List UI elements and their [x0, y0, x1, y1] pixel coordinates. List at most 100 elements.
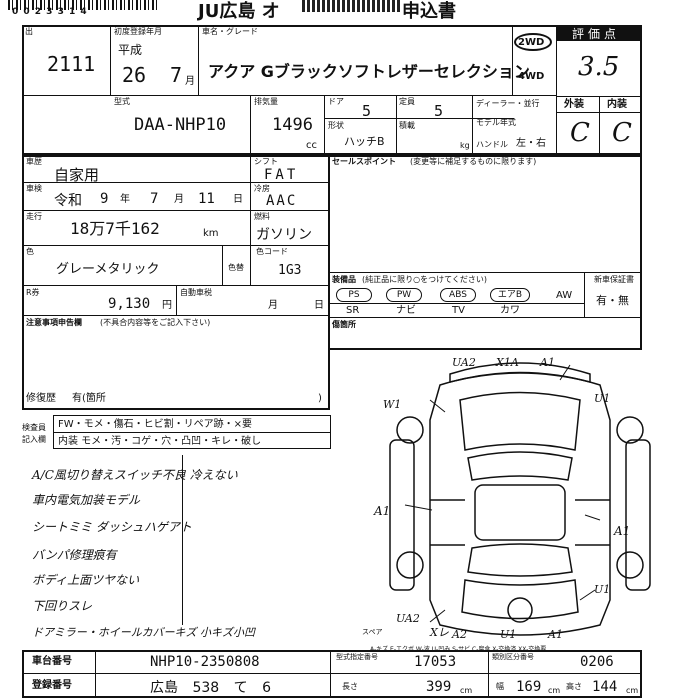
- note-line-6: 下回りスレ: [32, 599, 93, 613]
- category-number-label: 類別区分番号: [492, 653, 534, 661]
- handle-value: 左・右: [516, 138, 546, 149]
- car-diagram: [389, 362, 651, 636]
- type-label: 型式: [114, 97, 130, 106]
- mark-ua2-rear: UA2: [396, 612, 420, 625]
- reg-number-label: 登録番号: [32, 680, 72, 691]
- auto-tax-label: 自動車税: [180, 288, 212, 297]
- inspector-label-2: 記入欄: [22, 435, 46, 444]
- load-unit: kg: [460, 141, 470, 150]
- doors-label: ドア: [328, 97, 344, 106]
- load-label: 積載: [399, 121, 415, 130]
- barcode-number: 0 0 2 3 3 1 4: [12, 7, 88, 17]
- shape-label: 形状: [328, 121, 344, 130]
- handle-label: ハンドル: [476, 140, 508, 149]
- registration-month-unit: 月: [185, 76, 195, 87]
- type-designation-value: 17053: [414, 654, 457, 670]
- height-value: 144: [592, 679, 618, 695]
- displacement-label: 排気量: [254, 97, 278, 106]
- repair-close: ): [318, 393, 322, 404]
- length-unit: cm: [460, 686, 473, 695]
- score-header: [556, 25, 642, 41]
- usage-label: 車歴: [26, 157, 42, 166]
- auto-tax-month: 月: [268, 300, 278, 311]
- mark-w1: W1: [383, 398, 402, 411]
- width-unit: cm: [548, 686, 561, 695]
- note-line-7: ドアミラー・ホイールカバーキズ 小キズ小凹: [32, 626, 255, 639]
- reg-number-value: 広島 538 て 6: [150, 680, 271, 696]
- inspection-month-unit: 月: [174, 194, 184, 205]
- lot-label: 出: [25, 27, 33, 36]
- capacity-label: 定員: [399, 97, 415, 106]
- inspection-year-unit: 年: [120, 194, 130, 205]
- inspection-day-unit: 日: [233, 194, 243, 205]
- width-label: 幅: [496, 682, 504, 691]
- note-line-4: バンパ修理痕有: [32, 548, 117, 562]
- score-label: 評価点: [572, 27, 621, 41]
- sales-point-label: セールスポイント: [332, 157, 396, 166]
- width-value: 169: [516, 679, 542, 695]
- mark-u1-rear: U1: [500, 628, 517, 641]
- length-label: 長さ: [342, 682, 358, 691]
- interior-score: C: [612, 118, 632, 148]
- recycle-label: R券: [26, 288, 40, 297]
- displacement-unit: cc: [306, 140, 317, 151]
- registration-year: 26: [122, 63, 147, 87]
- bottom-block: [22, 650, 642, 698]
- color-value: グレーメタリック: [56, 262, 160, 277]
- shape-value: ハッチB: [344, 135, 385, 148]
- category-number-value: 0206: [580, 654, 614, 670]
- mileage-label: 走行: [26, 212, 42, 221]
- chassis-value: NHP10-2350808: [150, 654, 260, 670]
- notes-label: 注意事項申告欄: [26, 318, 82, 327]
- mark-x1a-front: X1A: [496, 356, 519, 369]
- equip-aw: AW: [556, 290, 573, 301]
- mark-a2: A2: [452, 628, 467, 641]
- mark-ua2-front: UA2: [452, 356, 476, 369]
- type-designation-label: 型式指定番号: [336, 653, 378, 661]
- registration-month: 7: [170, 63, 183, 87]
- drive-4wd: 4WD: [518, 71, 545, 82]
- doors-value: 5: [362, 102, 372, 120]
- capacity-value: 5: [434, 102, 444, 120]
- note-line-2: 車内電気加装モデル: [32, 493, 141, 507]
- equip-tv: TV: [452, 305, 465, 316]
- drive-2wd: 2WD: [518, 37, 545, 48]
- color-code-value: 1G3: [278, 263, 302, 278]
- inspection-day: 11: [198, 191, 215, 207]
- fuel-value: ガソリン: [256, 227, 312, 243]
- auto-tax-day: 日: [314, 300, 324, 311]
- aircon-value: AAC: [266, 193, 298, 209]
- equip-pw: PW: [386, 288, 422, 302]
- notes-sub: (不具合内容等をご記入下さい): [100, 318, 211, 327]
- form-title-prefix: JU広島 オ: [198, 1, 280, 22]
- inspection-year: 9: [100, 191, 109, 207]
- exterior-label: 外装: [564, 99, 584, 110]
- inspector-line-2: 内装 モメ・汚・コゲ・穴・凸凹・キレ・破し: [58, 436, 262, 447]
- registration-label: 初度登録年月: [114, 27, 162, 36]
- interior-label: 内装: [607, 99, 627, 110]
- fuel-label: 燃料: [254, 212, 270, 221]
- mark-a1-rear: A1: [548, 628, 563, 641]
- equipment-label: 装備品: [332, 275, 356, 284]
- chassis-label: 車台番号: [32, 656, 72, 667]
- score-value: 3.5: [578, 52, 620, 82]
- drive-2wd-circled: [514, 33, 552, 51]
- equip-sr: SR: [346, 305, 360, 316]
- note-line-5: ボディ上面ツヤない: [32, 573, 140, 587]
- height-label: 高さ: [566, 682, 582, 691]
- height-unit: cm: [626, 686, 639, 695]
- sales-point-sub: (変更等に補足するものに限ります): [410, 157, 537, 166]
- mark-u1-right: U1: [594, 392, 611, 405]
- model-name-value: アクア Gブラックソフトレザーセレクション: [208, 62, 530, 81]
- mark-a1-right: A1: [614, 524, 631, 538]
- mark-a1-left: A1: [374, 504, 391, 518]
- equip-leather: カワ: [500, 305, 520, 316]
- equip-navi: ナビ: [396, 305, 416, 316]
- exterior-score: C: [570, 118, 590, 148]
- model-year-label: モデル年式: [476, 118, 516, 127]
- mark-a1-front: A1: [540, 356, 555, 369]
- inspection-label: 車検: [26, 184, 42, 193]
- sales-point-block: [328, 155, 642, 350]
- warranty-label: 新車保証書: [594, 275, 634, 284]
- inspection-month: 7: [150, 191, 159, 207]
